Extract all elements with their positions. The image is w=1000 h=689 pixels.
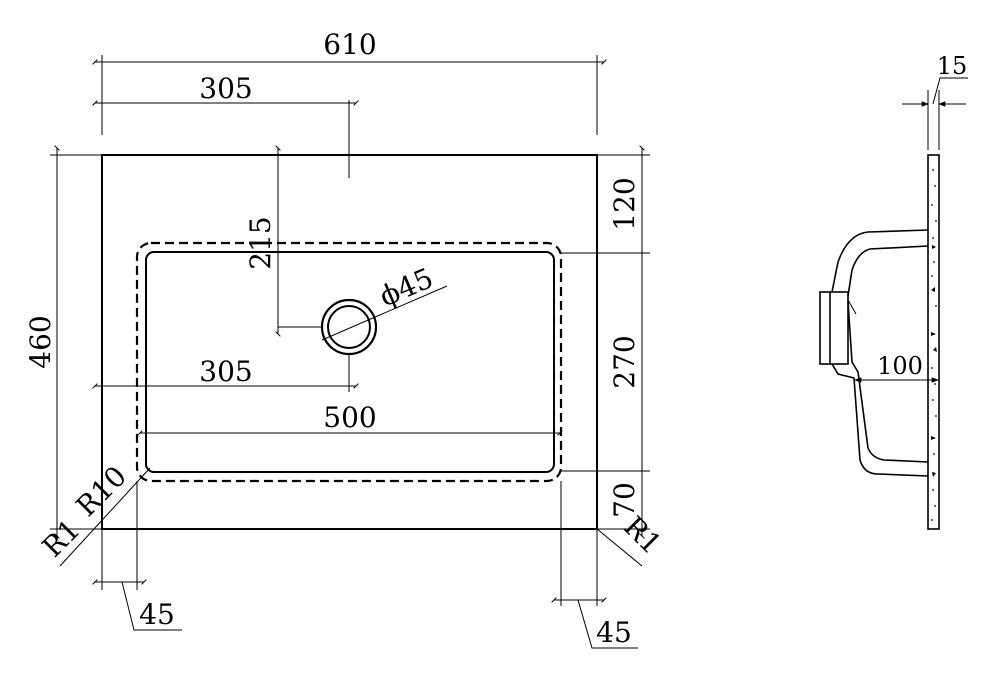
slab-hatch	[931, 169, 937, 521]
drain-inner	[327, 305, 371, 349]
dim-side-margin-right: 45	[596, 616, 632, 649]
dim-basin-depth: 100	[877, 352, 923, 380]
side-section-view: 100 15	[819, 52, 968, 530]
dim-total-width: 610	[323, 28, 376, 61]
dim-half-width-top: 305	[199, 72, 252, 105]
dim-side-margin-left: 45	[139, 598, 175, 631]
dim-slab-thickness: 15	[937, 52, 968, 80]
top-view: 610 305 215 ϕ45 305 500 460 120 270 70	[24, 28, 668, 649]
bowl-outline-dashed	[135, 241, 563, 483]
dim-outer-radius-left: R1	[36, 513, 87, 564]
dim-back-margin: 70	[608, 482, 641, 518]
dim-tap-offset: 215	[244, 216, 277, 269]
dim-bowl-width: 500	[323, 401, 376, 434]
dim-front-margin: 120	[608, 177, 641, 230]
dim-half-width-drain: 305	[199, 355, 252, 388]
drain-outer	[320, 298, 378, 356]
bowl-inner	[145, 251, 555, 473]
drain-connector	[819, 291, 849, 365]
dim-total-depth: 460	[24, 315, 57, 368]
dim-bowl-depth: 270	[608, 335, 641, 388]
dim-drain-diameter: ϕ45	[375, 261, 438, 313]
dim-inner-radius: R10	[70, 460, 133, 523]
slab-section	[927, 154, 940, 530]
